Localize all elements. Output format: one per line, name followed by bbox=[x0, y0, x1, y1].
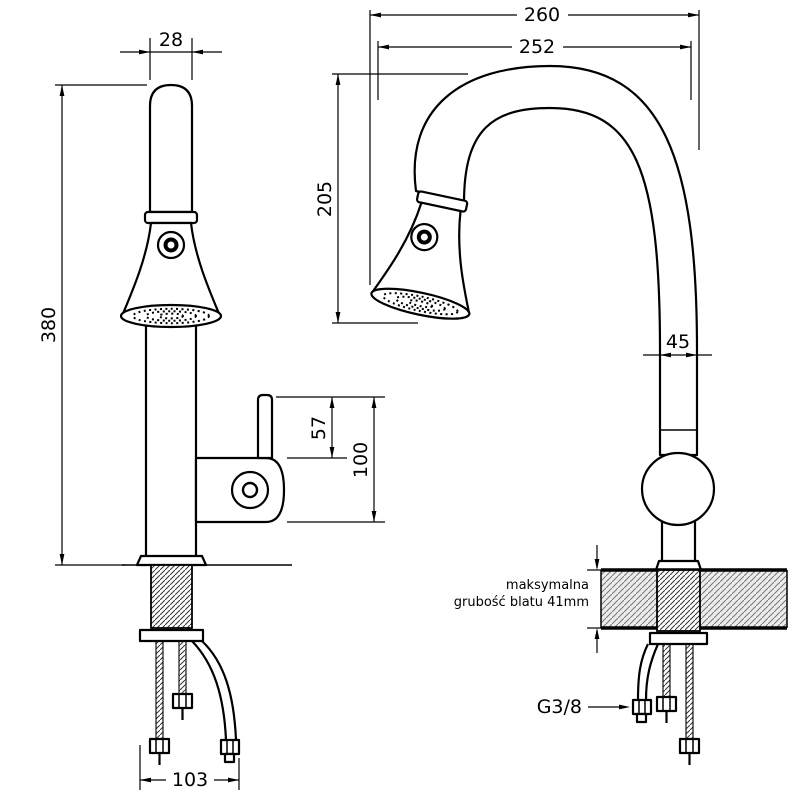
side-view-dimensions: 28 380 57 100 103 bbox=[38, 29, 385, 791]
spray-face-nozzles-outer bbox=[132, 307, 210, 325]
spout-tube bbox=[148, 83, 194, 214]
mounting-nut-left bbox=[148, 737, 171, 755]
arrowhead bbox=[619, 704, 630, 710]
arrowhead bbox=[335, 312, 341, 323]
mounting-nut-right bbox=[171, 692, 194, 710]
arrowhead bbox=[371, 397, 377, 408]
spray-face-nozzles-inner bbox=[407, 299, 434, 309]
mounting-stud-left bbox=[662, 643, 671, 698]
valve-cap-inner-circle bbox=[241, 481, 259, 499]
arrowhead bbox=[371, 511, 377, 522]
side-view-faucet bbox=[119, 83, 292, 765]
faucet-body-column bbox=[144, 314, 198, 560]
spray-face-nozzles-mid bbox=[145, 310, 197, 322]
threaded-shank bbox=[150, 564, 193, 629]
spray-mode-button bbox=[156, 230, 186, 260]
mounting-bracket bbox=[648, 631, 709, 646]
arrowhead bbox=[59, 85, 65, 96]
arrowhead bbox=[594, 628, 600, 639]
dim-label-spout-reach: 252 bbox=[519, 36, 555, 58]
dim-label-body-height: 100 bbox=[350, 442, 372, 478]
thread-size-label: G3/8 bbox=[537, 696, 582, 718]
base-flange bbox=[135, 554, 208, 567]
mounting-bracket bbox=[138, 628, 205, 643]
hose-fitting-nut bbox=[631, 698, 653, 716]
valve-cap-circle bbox=[230, 470, 270, 510]
mounting-stud-left bbox=[155, 640, 164, 740]
spray-face bbox=[119, 303, 223, 329]
mounting-stud-right bbox=[178, 640, 187, 695]
hose-fitting-nut bbox=[219, 738, 241, 756]
mounting-stud-right bbox=[685, 643, 694, 740]
dim-label-handle-height: 57 bbox=[308, 416, 330, 440]
mounting-nut-left bbox=[655, 695, 678, 713]
spray-mode-button-center bbox=[163, 237, 179, 253]
arrowhead bbox=[370, 12, 381, 18]
supply-hose-outer bbox=[636, 643, 649, 701]
spray-face-nozzles-outer bbox=[382, 292, 459, 316]
threaded-shank bbox=[656, 569, 701, 632]
hose-fitting-tip bbox=[635, 712, 648, 724]
arrowhead bbox=[335, 74, 341, 85]
arrowhead bbox=[688, 12, 699, 18]
arrowhead bbox=[378, 44, 389, 50]
spray-face bbox=[370, 287, 471, 320]
ball-joint bbox=[640, 451, 716, 527]
arrowhead bbox=[660, 352, 671, 358]
dim-label-spout-height: 205 bbox=[314, 181, 336, 217]
dim-label-spout-width: 28 bbox=[159, 29, 183, 51]
hose-fitting-tip bbox=[223, 752, 236, 764]
front-view-dimensions: 260 252 205 45 maksymalna grubość blatu … bbox=[314, 4, 712, 718]
arrowhead bbox=[686, 352, 697, 358]
dim-label-column-width: 45 bbox=[666, 331, 690, 353]
arrowhead bbox=[228, 777, 239, 783]
spray-face-nozzles-inner bbox=[158, 312, 184, 320]
arrowhead bbox=[192, 49, 203, 55]
dim-label-overall-width: 260 bbox=[524, 4, 560, 26]
lever-handle bbox=[256, 393, 274, 460]
arrowhead bbox=[139, 49, 150, 55]
dim-label-base-depth: 103 bbox=[172, 769, 208, 791]
arrowhead bbox=[329, 447, 335, 458]
dim-label-total-height: 380 bbox=[38, 307, 60, 343]
front-view-faucet bbox=[370, 64, 788, 765]
spray-head-hanging bbox=[370, 190, 471, 320]
arrowhead bbox=[140, 777, 151, 783]
spray-mode-button bbox=[410, 222, 439, 252]
spray-mode-button-center bbox=[416, 229, 432, 245]
supply-hose-inner bbox=[201, 640, 238, 741]
gooseneck-spout bbox=[413, 64, 699, 457]
arrowhead bbox=[594, 559, 600, 570]
arrowhead bbox=[59, 554, 65, 565]
countertop-note-line2: grubość blatu 41mm bbox=[454, 595, 589, 610]
mounting-nut-right bbox=[678, 737, 701, 755]
countertop-note-line1: maksymalna bbox=[506, 578, 589, 593]
arrowhead bbox=[680, 44, 691, 50]
supply-hose-outer bbox=[191, 640, 228, 741]
spray-face-nozzles-mid bbox=[394, 295, 446, 312]
supply-hose-inner bbox=[644, 643, 660, 701]
arrowhead bbox=[329, 397, 335, 408]
spray-head-collar bbox=[143, 210, 199, 225]
